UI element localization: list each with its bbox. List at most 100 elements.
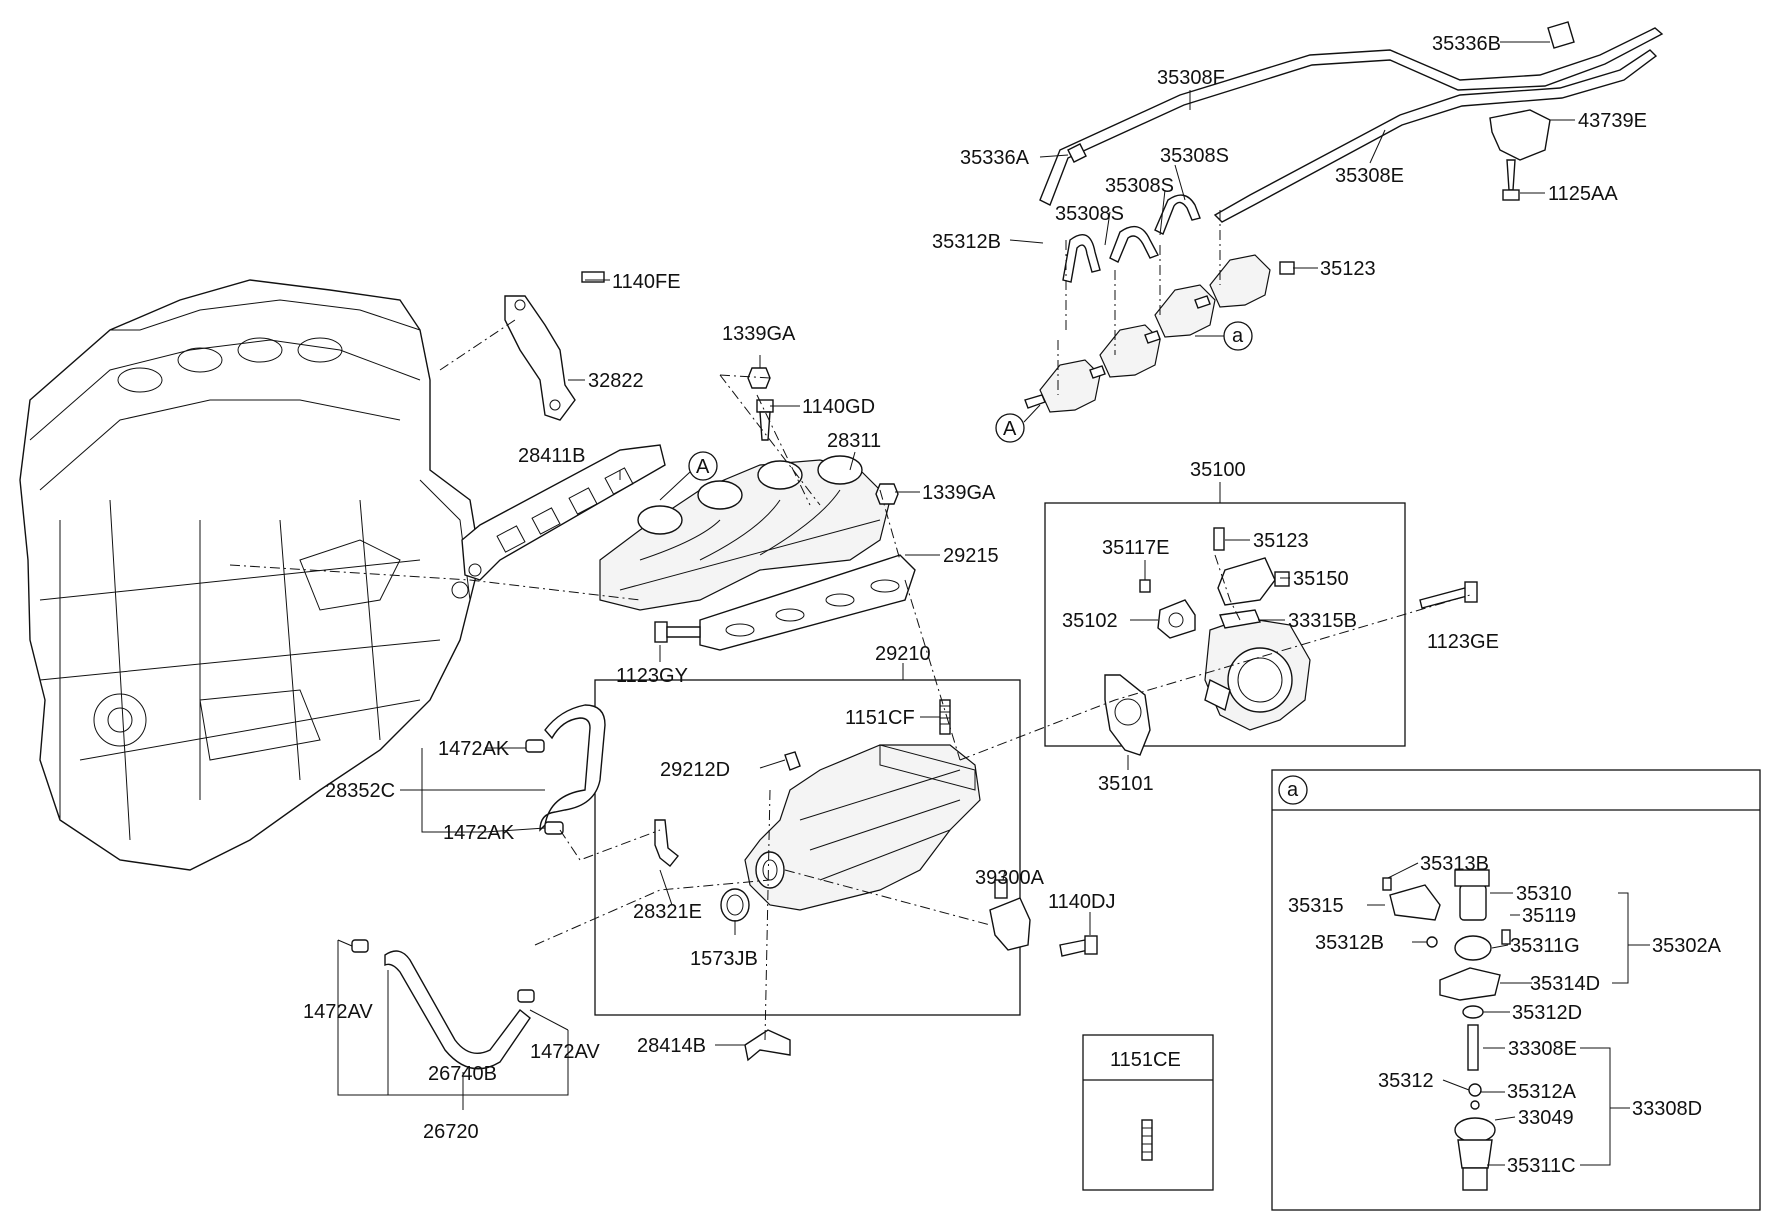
label-35315: 35315 <box>1288 895 1344 917</box>
svg-text:A: A <box>696 456 710 478</box>
label-33308D: 33308D <box>1632 1098 1702 1120</box>
label-35123-mid: 35123 <box>1253 530 1309 552</box>
label-1339GA-top: 1339GA <box>722 323 796 345</box>
label-28311: 28311 <box>827 430 881 452</box>
label-35308E: 35308E <box>1335 165 1404 187</box>
engine-block <box>19 279 481 871</box>
sensor-39300a <box>989 879 1031 951</box>
label-1140GD: 1140GD <box>802 396 875 418</box>
label-35117E: 35117E <box>1102 537 1169 559</box>
label-35312: 35312 <box>1378 1070 1434 1092</box>
nut-1339ga-right <box>875 483 899 505</box>
bolt-1125aa <box>1502 159 1520 201</box>
hose-28352c <box>525 704 606 835</box>
injector-assembly-detail <box>1382 869 1511 1191</box>
label-33049: 33049 <box>1518 1107 1574 1129</box>
label-29210: 29210 <box>875 643 931 665</box>
label-35119: 35119 <box>1522 905 1576 927</box>
gasket-28411b <box>461 444 666 581</box>
clip-35336a <box>1067 143 1087 163</box>
label-1123GE: 1123GE <box>1427 631 1499 653</box>
label-1339GA-right: 1339GA <box>922 482 996 504</box>
leader-lines <box>337 41 1650 1166</box>
callout-A-top: A <box>659 451 718 501</box>
bolt-35123-top <box>1279 261 1295 275</box>
bolt-1140dj <box>1059 935 1098 957</box>
callout-A-left: A <box>995 404 1041 443</box>
bolt-1123ge <box>1419 581 1478 609</box>
label-28414B: 28414B <box>637 1035 706 1057</box>
label-35310: 35310 <box>1516 883 1572 905</box>
label-35312B-top: 35312B <box>932 231 1001 253</box>
nut-1339ga-top <box>747 367 771 389</box>
label-26720: 26720 <box>423 1121 479 1143</box>
label-35336A: 35336A <box>960 147 1030 169</box>
gasket-29215 <box>699 554 916 651</box>
label-1123GY: 1123GY <box>616 665 688 687</box>
label-33315B: 33315B <box>1288 610 1357 632</box>
label-35123-top: 35123 <box>1320 258 1376 280</box>
sensor-28321e <box>654 819 679 867</box>
callout-a-box: a <box>1278 775 1308 805</box>
bracket-28414b <box>744 1029 791 1062</box>
label-1472AK-1: 1472AK <box>438 738 510 760</box>
exhaust-manifold-28311 <box>599 455 891 611</box>
label-29215: 29215 <box>943 545 999 567</box>
label-28321E: 28321E <box>633 901 702 923</box>
label-35102: 35102 <box>1062 610 1118 632</box>
label-1151CF: 1151CF <box>845 707 915 729</box>
hose-26740b <box>351 939 535 1070</box>
label-35311C: 35311C <box>1507 1155 1576 1177</box>
intake-manifold-29210 <box>744 699 981 911</box>
label-28352C: 28352C <box>325 780 395 802</box>
label-35311G: 35311G <box>1510 935 1580 957</box>
svg-text:a: a <box>1232 325 1244 347</box>
svg-text:A: A <box>1003 418 1017 440</box>
label-35308S-1: 35308S <box>1160 145 1229 167</box>
stud-1151ce <box>1141 1119 1153 1161</box>
bolt-1123gy <box>654 621 701 643</box>
label-33308E: 33308E <box>1508 1038 1577 1060</box>
gasket-35101 <box>1104 674 1151 756</box>
label-43739E: 43739E <box>1578 110 1647 132</box>
svg-text:a: a <box>1287 779 1299 801</box>
assembly-dash-lines <box>229 210 1471 1041</box>
label-35150: 35150 <box>1293 568 1349 590</box>
valve-35150 <box>1217 557 1290 606</box>
throttle-body-box <box>1044 502 1406 747</box>
screw-35117e <box>1139 579 1151 593</box>
label-28411B: 28411B <box>518 445 585 467</box>
label-35308S-2: 35308S <box>1105 175 1174 197</box>
detail-box-a <box>1271 769 1761 1211</box>
label-1125AA: 1125AA <box>1548 183 1618 205</box>
bracket-32822 <box>504 271 605 421</box>
throttle-body-35100 <box>1204 617 1311 731</box>
bolt-35123-mid <box>1213 527 1225 551</box>
bracket-43739e <box>1489 109 1551 161</box>
label-35302A: 35302A <box>1652 935 1722 957</box>
label-1140DJ: 1140DJ <box>1048 891 1115 913</box>
box-1151ce <box>1082 1034 1214 1191</box>
callout-a-main: a <box>1195 321 1253 351</box>
fuel-lines-35308 <box>1039 27 1664 283</box>
label-35314D: 35314D <box>1530 973 1600 995</box>
part-labels: 35336B 35308F 43739E 35336A 35308S 35308… <box>303 33 1722 1177</box>
label-26740B: 26740B <box>428 1063 497 1085</box>
label-35312A: 35312A <box>1507 1081 1577 1103</box>
intake-manifold-box <box>594 679 1021 1016</box>
label-35100: 35100 <box>1190 459 1246 481</box>
label-35313B: 35313B <box>1420 853 1489 875</box>
label-35101: 35101 <box>1098 773 1154 795</box>
label-35308F: 35308F <box>1157 67 1225 89</box>
label-1140FE: 1140FE <box>612 271 681 293</box>
label-1472AV-2: 1472AV <box>530 1041 600 1063</box>
label-29212D: 29212D <box>660 759 730 781</box>
label-39300A: 39300A <box>975 867 1045 889</box>
label-35312D: 35312D <box>1512 1002 1582 1024</box>
label-1472AK-2: 1472AK <box>443 822 515 844</box>
label-1472AV-1: 1472AV <box>303 1001 373 1023</box>
oring-1573jb <box>720 888 750 922</box>
label-35336B: 35336B <box>1432 33 1501 55</box>
label-1151CE: 1151CE <box>1110 1049 1181 1071</box>
